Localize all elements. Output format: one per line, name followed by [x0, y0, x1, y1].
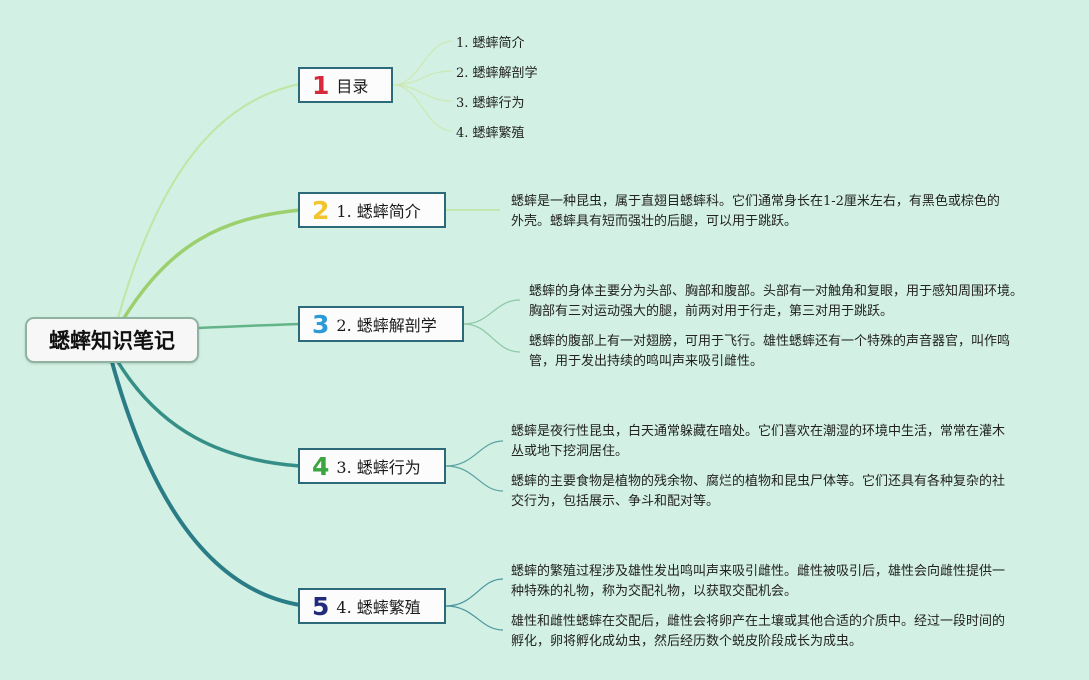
toc-connector — [392, 40, 453, 86]
behavior-connector — [445, 465, 504, 492]
topic-toc[interactable]: 1 目录 — [298, 67, 393, 103]
topic-label: 1. 蟋蟀简介 — [336, 202, 421, 221]
topic-breeding[interactable]: 5 4. 蟋蟀繁殖 — [298, 588, 446, 624]
toc-item[interactable]: 4. 蟋蟀繁殖 — [456, 126, 525, 141]
anatomy-connector — [463, 323, 521, 353]
root-title: 蟋蟀知识笔记 — [49, 329, 175, 353]
behavior-detail: 蟋蟀是夜行性昆虫，白天通常躲藏在暗处。它们喜欢在潮湿的环境中生活，常常在灌木丛或… — [511, 424, 1006, 459]
behavior-connector — [445, 440, 504, 467]
branch-breeding — [110, 361, 301, 607]
number-1-icon: 1 — [312, 70, 330, 100]
number-2-icon: 2 — [312, 195, 330, 225]
intro-detail: 蟋蟀是一种昆虫，属于直翅目蟋蟀科。它们通常身长在1-2厘米左右，有黑色或棕色的外… — [511, 194, 1000, 229]
number-4-icon: 4 — [312, 451, 330, 481]
branch-toc — [117, 83, 301, 319]
toc-connector — [392, 70, 453, 86]
topic-behavior[interactable]: 4 3. 蟋蟀行为 — [298, 448, 446, 484]
root-node[interactable]: 蟋蟀知识笔记 — [25, 317, 199, 363]
toc-item[interactable]: 2. 蟋蟀解剖学 — [456, 66, 538, 81]
toc-connector — [392, 84, 453, 132]
number-3-icon: 3 — [312, 309, 330, 339]
number-5-icon: 5 — [312, 591, 330, 621]
topic-label: 2. 蟋蟀解剖学 — [336, 316, 437, 335]
branch-intro — [122, 208, 301, 319]
breeding-detail: 蟋蟀的繁殖过程涉及雄性发出鸣叫声来吸引雌性。雌性被吸引后，雄性会向雌性提供一种特… — [511, 564, 1006, 599]
topic-label: 3. 蟋蟀行为 — [336, 458, 421, 477]
toc-item[interactable]: 3. 蟋蟀行为 — [456, 96, 525, 111]
behavior-detail: 蟋蟀的主要食物是植物的残余物、腐烂的植物和昆虫尸体等。它们还具有各种复杂的社交行… — [511, 474, 1006, 509]
topic-label: 目录 — [336, 77, 369, 96]
anatomy-detail: 蟋蟀的腹部上有一对翅膀，可用于飞行。雄性蟋蟀还有一个特殊的声音器官，叫作鸣管，用… — [529, 334, 1011, 369]
breeding-detail: 雄性和雌性蟋蟀在交配后，雌性会将卵产在土壤或其他合适的介质中。经过一段时间的孵化… — [511, 614, 1006, 649]
anatomy-detail: 蟋蟀的身体主要分为头部、胸部和腹部。头部有一对触角和复眼，用于感知周围环境。胸部… — [529, 284, 1024, 319]
topic-intro[interactable]: 2 1. 蟋蟀简介 — [298, 192, 446, 228]
topic-anatomy[interactable]: 3 2. 蟋蟀解剖学 — [298, 306, 464, 342]
branch-anatomy — [197, 322, 301, 330]
breeding-connector — [445, 578, 504, 607]
toc-item[interactable]: 1. 蟋蟀简介 — [456, 36, 525, 51]
breeding-connector — [445, 605, 504, 631]
anatomy-connector — [463, 299, 521, 325]
topic-label: 4. 蟋蟀繁殖 — [336, 598, 421, 617]
branch-behavior — [116, 361, 301, 468]
